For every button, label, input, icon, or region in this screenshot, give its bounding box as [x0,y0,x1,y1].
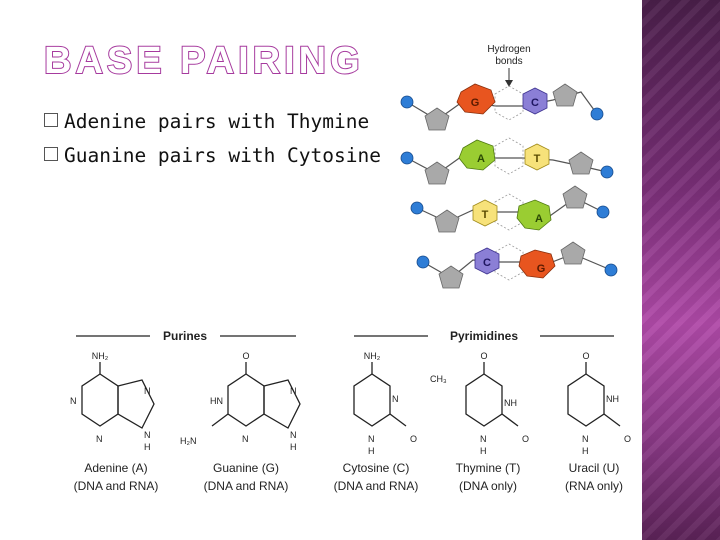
thymine-nh: NH [504,398,517,408]
guanine-n-bottom: N [242,434,249,444]
uracil-o-top: O [582,351,589,361]
adenine-nh2: NH₂ [92,351,109,361]
cytosine-nh2: NH₂ [364,351,381,361]
callout-arrow-head [505,80,513,87]
guanine-note: (DNA and RNA) [204,479,289,493]
nucleobase-structures: Purines Pyrimidines NH₂ N N N N H Adenin… [70,329,631,493]
uracil-name: Uracil (U) [569,461,620,475]
thymine-ch3: CH₃ [430,374,447,384]
cytosine-o: O [410,434,417,444]
adenine-note: (DNA and RNA) [74,479,159,493]
guanine-o: O [242,351,249,361]
purines-header: Purines [163,329,207,343]
base-label: G [537,263,546,275]
adenine-n-left: N [70,396,77,406]
decorative-band [642,0,720,540]
adenine-h: H [144,442,151,452]
slide-title: BASE PAIRING [43,39,364,83]
thymine-o: O [522,434,529,444]
hydrogen-bond-markers [494,85,524,281]
guanine-n-top: N [290,386,297,396]
guanine-h2n: H₂N [180,436,197,446]
uracil-n-bottom: N [582,434,589,444]
base-label: A [535,213,543,225]
base-label: C [483,257,491,269]
base-label: A [477,153,485,165]
callout-label-line-1: Hydrogen [487,44,530,55]
phosphate-groups [400,95,618,277]
bullet-box-icon [44,147,58,161]
thymine-o-top: O [480,351,487,361]
cytosine-note: (DNA and RNA) [334,479,419,493]
guanine-base [456,83,496,115]
uracil-note: (RNA only) [565,479,623,493]
guanine-name: Guanine (G) [213,461,279,475]
thymine-structure [465,362,519,427]
uracil-nh: NH [606,394,619,404]
callout-label-line-2: bonds [495,56,522,67]
dna-helix-diagram: Hydrogen bonds [400,44,618,289]
sugar-groups [424,83,594,289]
guanine-h: H [290,442,297,452]
guanine-base [518,249,556,279]
bullet-text: Adenine pairs with Thymine [64,110,370,133]
bullet-item: Adenine pairs with Thymine [44,108,381,142]
thymine-n-bottom: N [480,434,487,444]
adenine-name: Adenine (A) [84,461,147,475]
cytosine-base [474,247,500,275]
bullet-list: Adenine pairs with Thymine Guanine pairs… [44,108,381,176]
adenine-base [458,139,496,171]
uracil-o: O [624,434,631,444]
bullet-item: Guanine pairs with Cytosine [44,142,381,176]
guanine-n-ring: N [290,430,297,440]
adenine-base [516,199,552,231]
thymine-name: Thymine (T) [456,461,521,475]
cytosine-n-right: N [392,394,399,404]
pyrimidines-header: Pyrimidines [450,329,518,343]
adenine-n-top: N [144,386,151,396]
guanine-structure [211,362,301,429]
base-label: G [471,97,480,109]
uracil-h: H [582,446,589,456]
cytosine-h: H [368,446,375,456]
thymine-note: (DNA only) [459,479,517,493]
adenine-structure [81,362,155,429]
bullet-box-icon [44,113,58,127]
adenine-n-bottom: N [96,434,103,444]
cytosine-structure [353,362,407,427]
cytosine-base [522,87,548,115]
cytosine-n-bottom: N [368,434,375,444]
base-label: T [534,153,541,165]
guanine-hn: HN [210,396,223,406]
base-label: T [482,209,489,221]
uracil-structure [567,362,621,427]
adenine-n-ring: N [144,430,151,440]
thymine-base [472,199,498,227]
thymine-h: H [480,446,487,456]
cytosine-name: Cytosine (C) [343,461,410,475]
bullet-text: Guanine pairs with Cytosine [64,144,381,167]
thymine-base [524,143,550,171]
base-label: C [531,97,539,109]
